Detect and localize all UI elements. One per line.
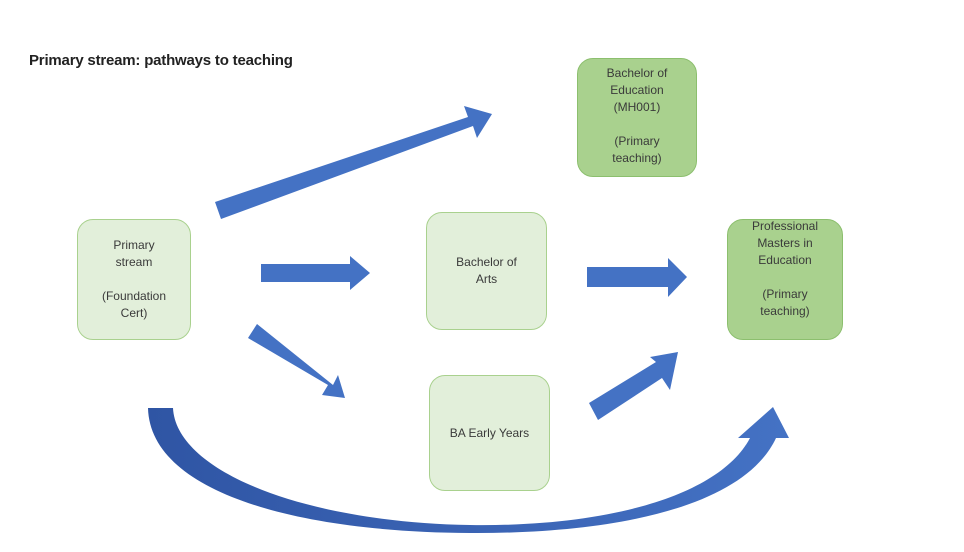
node-professional-masters: Professional Masters in Education (Prima… (727, 219, 843, 340)
node-primary-stream: Primary stream (Foundation Cert) (77, 219, 191, 340)
arrow-primary-to-ba-early-years (248, 324, 345, 398)
node-bachelor-of-arts-label: Bachelor of Arts (456, 255, 517, 286)
node-bachelor-of-education: Bachelor of Education (MH001) (Primary t… (577, 58, 697, 177)
node-bachelor-of-education-label: Bachelor of Education (MH001) (Primary t… (606, 65, 668, 165)
node-ba-early-years: BA Early Years (429, 375, 550, 491)
arrow-ba-to-masters (587, 258, 687, 297)
diagram-title: Primary stream: pathways to teaching (29, 52, 293, 69)
node-primary-stream-label: Primary stream (Foundation Cert) (101, 238, 167, 320)
arrow-early-years-to-masters (589, 352, 678, 420)
arrow-primary-to-ba (261, 256, 370, 290)
node-ba-early-years-label: BA Early Years (449, 425, 530, 440)
node-professional-masters-label: Professional Masters in Education (Prima… (751, 219, 819, 318)
arrow-primary-to-bed (215, 106, 492, 219)
node-bachelor-of-arts: Bachelor of Arts (426, 212, 547, 330)
